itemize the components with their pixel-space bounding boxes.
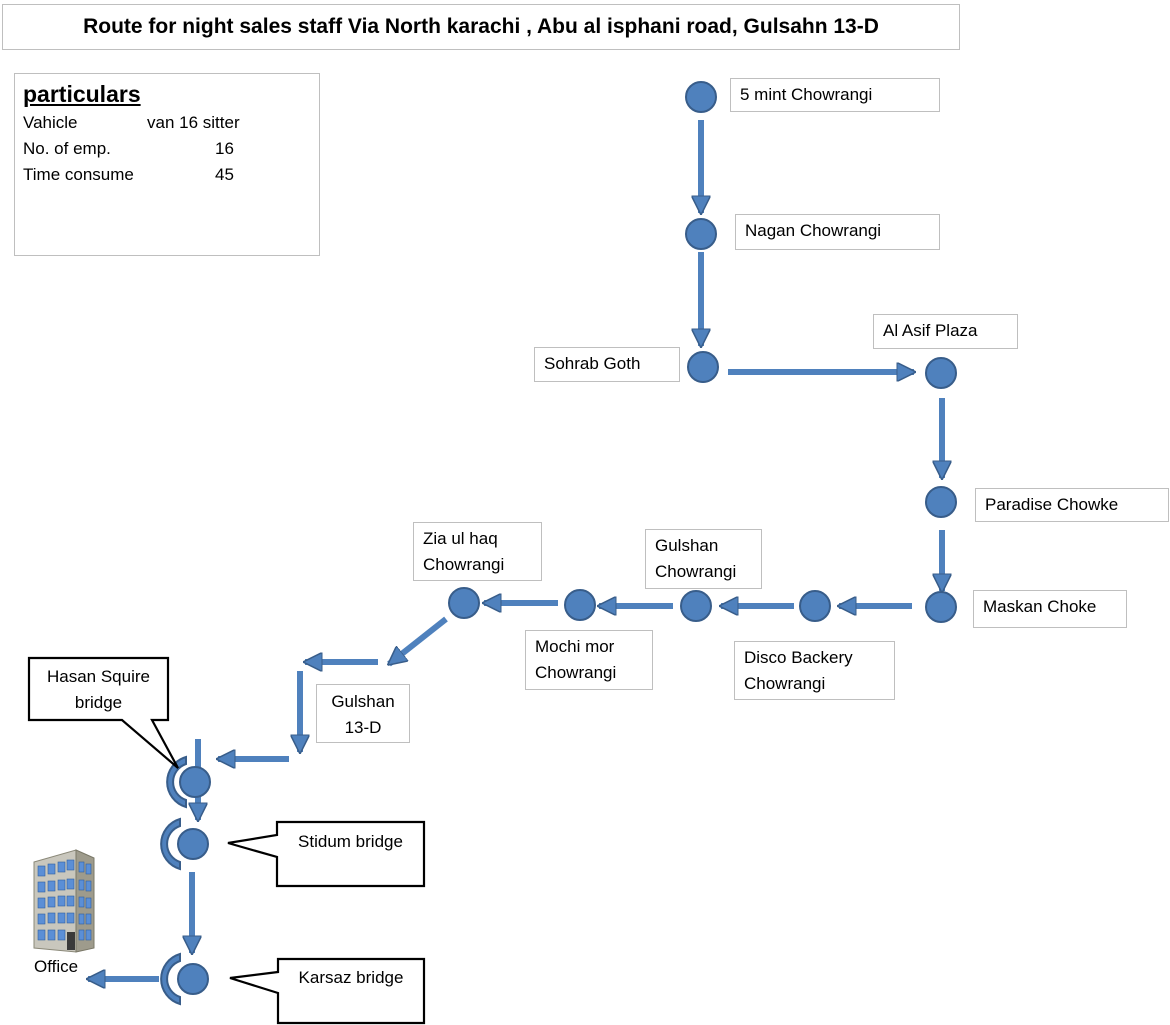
stop-node [685, 218, 717, 250]
stop-node [925, 486, 957, 518]
stop-node [925, 591, 957, 623]
stop-label-maskan-choke: Maskan Choke [973, 590, 1127, 628]
particulars-value: 45 [215, 165, 234, 184]
stop-label-gulshan-chowrangi: Gulshan Chowrangi [645, 529, 762, 589]
particulars-value: van 16 sitter [147, 113, 240, 132]
bridge-arc [160, 952, 181, 1006]
stop-label-disco-backery: Disco Backery Chowrangi [734, 641, 895, 700]
stop-node [680, 590, 712, 622]
stop-node [448, 587, 480, 619]
stop-node [925, 357, 957, 389]
stop-label-zia-ul-haq: Zia ul haq Chowrangi [413, 522, 542, 581]
diagram-title: Route for night sales staff Via North ka… [2, 4, 960, 50]
bridge-label-hasan-squire: Hasan Squire bridge [46, 667, 150, 712]
bridge-label-karsaz: Karsaz bridge [298, 968, 404, 987]
stop-label-gulshan-13d: Gulshan 13-D [316, 684, 410, 743]
bridge-node [177, 963, 209, 995]
bridge-arc [160, 817, 181, 871]
stidum-callout-shape [227, 820, 426, 888]
stop-label-paradise-chowke: Paradise Chowke [975, 488, 1169, 522]
stop-node [564, 589, 596, 621]
stop-label-sohrab-goth: Sohrab Goth [534, 347, 680, 382]
bridge-node [177, 828, 209, 860]
office-building-icon [33, 849, 95, 953]
stop-node [799, 590, 831, 622]
particulars-heading: particulars [23, 81, 141, 107]
particulars-label: Vahicle [23, 113, 78, 132]
karsaz-callout-shape [229, 957, 426, 1025]
stop-label-nagan-chowrangi: Nagan Chowrangi [735, 214, 940, 250]
particulars-label: No. of emp. [23, 139, 111, 158]
stop-label-5-mint-chowrangi: 5 mint Chowrangi [730, 78, 940, 112]
stop-node [685, 81, 717, 113]
office-label: Office [34, 957, 79, 976]
particulars-row-employees: No. of emp. 16 [23, 136, 311, 162]
stop-node [687, 351, 719, 383]
particulars-box: particulars Vahicle van 16 sitter No. of… [14, 73, 320, 256]
particulars-row-vehicle: Vahicle van 16 sitter [23, 110, 311, 136]
particulars-label: Time consume [23, 165, 134, 184]
hasan-callout-shape [27, 656, 179, 769]
particulars-row-time: Time consume 45 [23, 162, 311, 188]
bridge-label-stidum: Stidum bridge [298, 832, 403, 851]
particulars-value: 16 [215, 139, 234, 158]
stop-label-mochi-mor: Mochi mor Chowrangi [525, 630, 653, 690]
stop-label-al-asif-plaza: Al Asif Plaza [873, 314, 1018, 349]
route-arrow [389, 616, 448, 667]
bridge-arc [166, 755, 187, 809]
bridge-node [179, 766, 211, 798]
